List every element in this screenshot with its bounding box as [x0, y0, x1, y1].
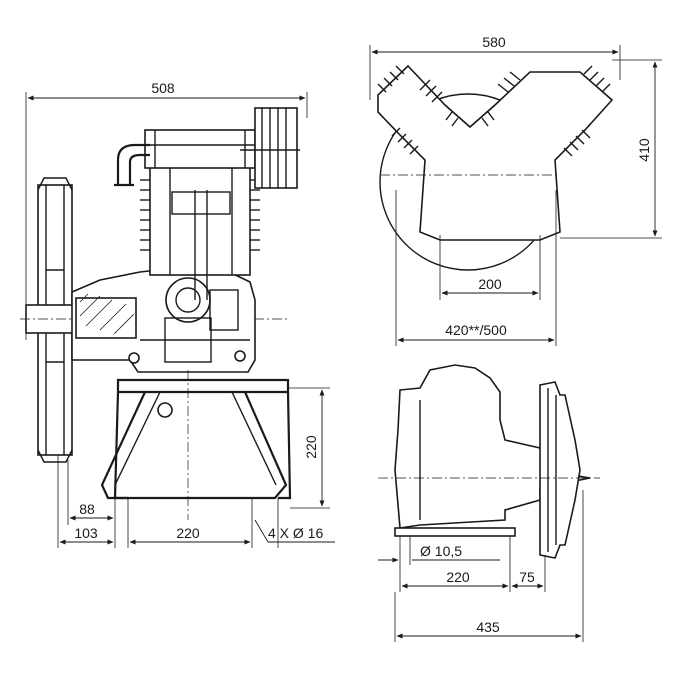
dim-435: 435 — [394, 490, 584, 642]
callout-mounting-holes: 4 X Ø 16 — [254, 519, 335, 543]
dim-front-220-height: 220 — [288, 387, 330, 509]
label-side-hole: Ø 10,5 — [420, 543, 462, 559]
side-foot — [394, 527, 516, 537]
base-frame — [100, 370, 292, 548]
dim-label-front-220-height: 220 — [303, 435, 319, 459]
dim-label-410: 410 — [636, 138, 652, 162]
dim-label-side-220: 220 — [446, 569, 470, 585]
dim-410: 410 — [560, 59, 662, 239]
dim-200: 200 — [439, 235, 541, 300]
dim-label-435: 435 — [476, 619, 500, 635]
pulley — [20, 177, 290, 463]
side-pulley — [539, 381, 581, 559]
dim-420-500: 420**/500 — [395, 190, 557, 346]
dim-label-200: 200 — [478, 276, 502, 292]
dim-label-side-75: 75 — [519, 569, 535, 585]
dim-label-103: 103 — [74, 525, 98, 541]
top-fins-left — [377, 65, 443, 155]
dim-88-103: 88 103 — [57, 455, 114, 548]
dim-label-580: 580 — [482, 34, 506, 50]
label-mounting-holes: 4 X Ø 16 — [268, 525, 323, 541]
cylinder-head — [114, 107, 300, 189]
dim-508: 508 — [25, 80, 308, 340]
dim-front-220-width: 220 — [129, 525, 251, 545]
v-cylinders — [377, 64, 614, 241]
crankcase — [71, 267, 256, 373]
top-view: 580 — [369, 34, 662, 346]
dim-side-220-75: 220 75 — [401, 536, 546, 592]
top-fins-right — [497, 65, 611, 157]
dim-label-88: 88 — [79, 501, 95, 517]
dim-580: 580 — [369, 34, 621, 100]
front-view: 508 — [20, 80, 335, 548]
cylinder — [140, 164, 260, 300]
callout-side-hole: Ø 10,5 — [378, 536, 500, 592]
dim-label-420-500: 420**/500 — [445, 322, 507, 338]
dim-label-front-220-width: 220 — [176, 525, 200, 541]
cylinder-fins — [140, 179, 260, 251]
dim-label-508: 508 — [151, 80, 175, 96]
side-view: Ø 10,5 220 75 435 — [378, 364, 600, 642]
